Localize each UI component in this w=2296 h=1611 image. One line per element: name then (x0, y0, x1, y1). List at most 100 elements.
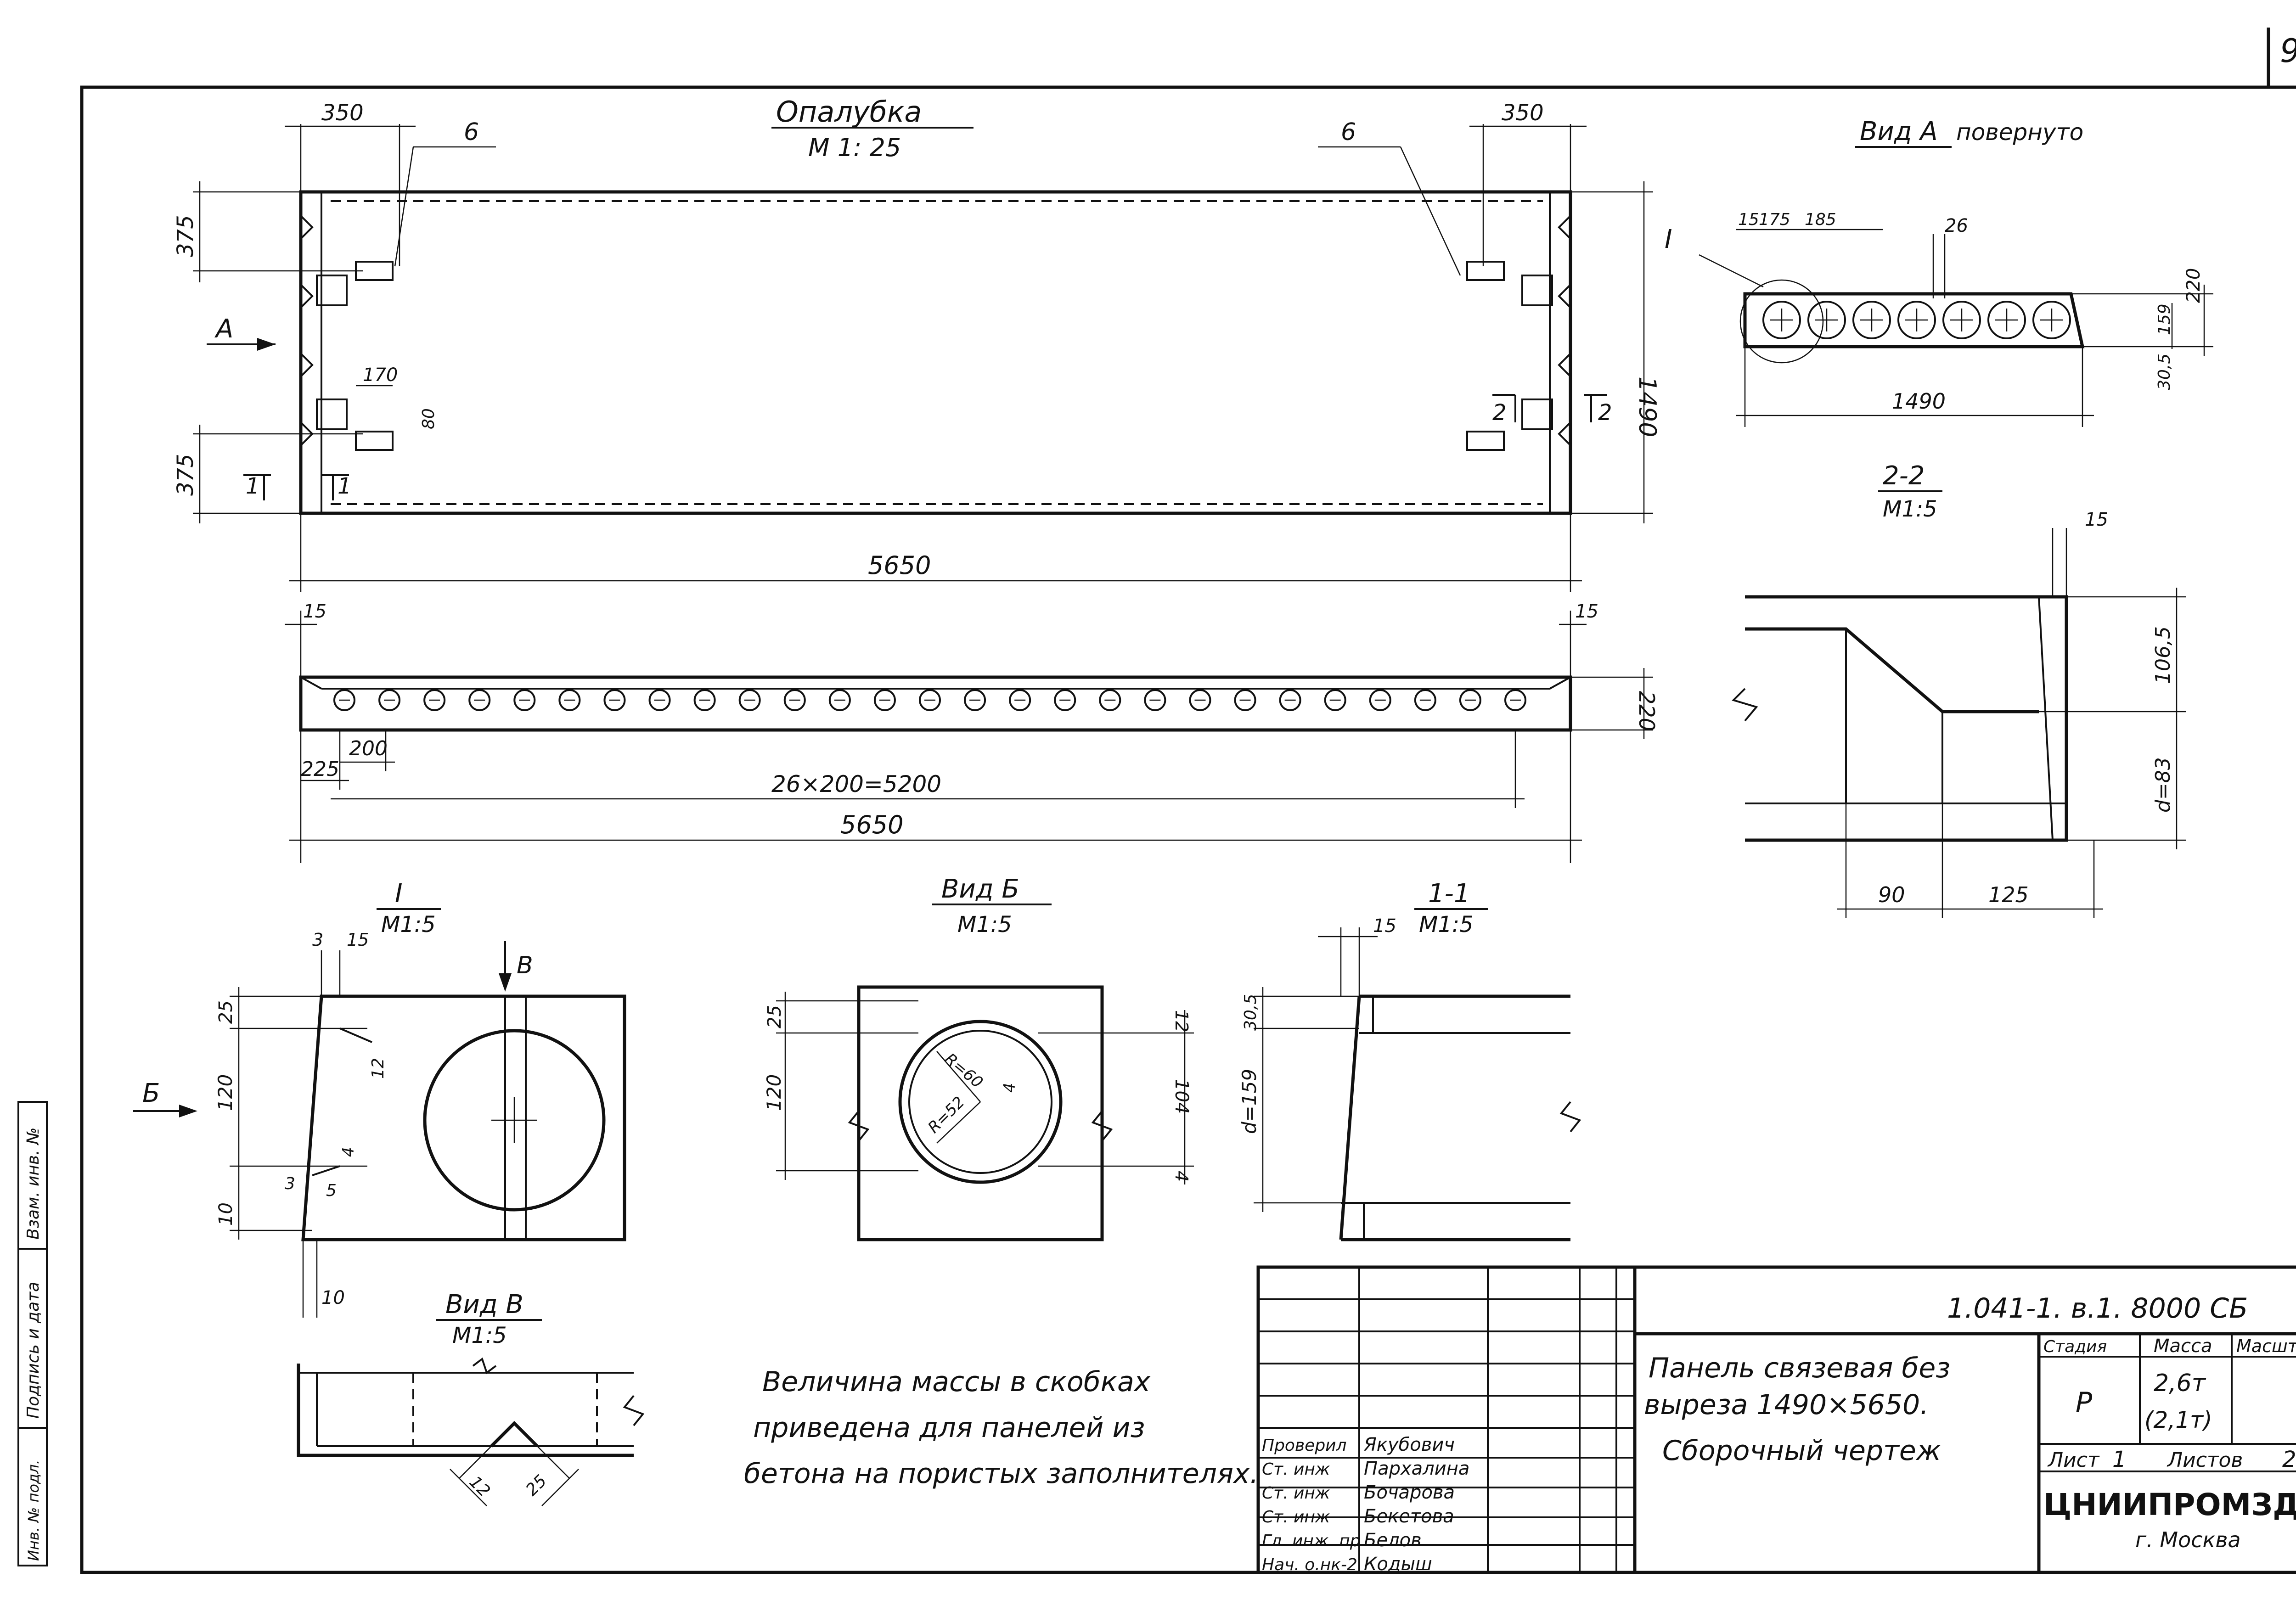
detail-I-hole (423, 1029, 606, 1212)
section-2-2-title: 2-2 (1883, 461, 1925, 491)
elevation-hole (783, 689, 806, 711)
dim-3-detI: 3 (285, 1174, 295, 1193)
dim-10-detI: 10 (215, 1202, 236, 1226)
section-2-2-scale: М1:5 (1883, 496, 1937, 522)
view-v-title: Вид В (445, 1290, 523, 1319)
elevation-view: 15 15 220 200 225 26×200=5200 5650 (285, 601, 1659, 863)
person-name: Бекетова (1364, 1506, 1454, 1527)
view-b-dim-25: 25 (764, 1005, 785, 1028)
person-name: Пархалина (1364, 1458, 1469, 1479)
view-b-inner-circle (908, 1030, 1052, 1174)
view-v: Вид В М1:5 12 25 (297, 1290, 645, 1506)
key-line (339, 1027, 372, 1043)
detail-I-scale: М1:5 (381, 912, 436, 937)
sheet-number: 1 (2112, 1447, 2127, 1472)
elevation-hole (1054, 689, 1076, 711)
section-1-mark-right: 1 (338, 473, 352, 499)
person-name: Якубович (1363, 1434, 1455, 1455)
elevation-hole (1189, 689, 1211, 711)
elevation-hole (1234, 689, 1256, 711)
section-1-1-break (1559, 1101, 1581, 1133)
dim-220-viewa: 220 (2183, 268, 2204, 303)
dim-80: 80 (419, 408, 438, 429)
elevation-hole (1324, 689, 1346, 711)
view-b-break-left (848, 1110, 870, 1142)
plate-left-bottom (355, 431, 394, 451)
note: Величина массы в скобках приведена для п… (744, 1366, 1259, 1490)
elevation-hole (378, 689, 401, 711)
view-a-subtitle: повернуто (1956, 119, 2083, 146)
side-label-sign: Подпись и дата (24, 1282, 43, 1419)
view-a-title: Вид А (1860, 117, 1938, 146)
person-name: Кодыш (1364, 1554, 1432, 1575)
section-1-1-title: 1-1 (1428, 879, 1470, 909)
mass-label: Масса (2154, 1336, 2212, 1357)
view-a-hole (1987, 301, 2026, 339)
person-role: Нач. о.нк-2 (1262, 1555, 1357, 1574)
note-line-1: Величина массы в скобках (762, 1366, 1151, 1398)
elevation-hole (1414, 689, 1436, 711)
dim-225-first: 225 (301, 758, 339, 781)
note-line-2: приведена для панелей из (753, 1412, 1145, 1444)
view-b-dim-4: 4 (1171, 1171, 1192, 1182)
section-2-mark-right: 2 (1598, 400, 1612, 426)
dim-10-bottom: 10 (321, 1287, 345, 1308)
insert-right-bottom (1521, 399, 1553, 430)
dim-15-left: 15 (303, 601, 326, 622)
view-a: Вид А повернуто I 15 175 185 26 1490 220… (1665, 117, 2213, 427)
dim-d83-s22: d=83 (2151, 757, 2175, 813)
doc-name-line-3: Сборочный чертеж (1662, 1435, 1941, 1467)
section-1-1-outline (1339, 994, 1570, 1241)
section-2-2-break (1732, 688, 1758, 722)
page-number: 92 (2280, 32, 2296, 70)
dim-5650-plan: 5650 (868, 551, 931, 580)
mass-value: 2,6т (2154, 1370, 2206, 1397)
view-v-break-right (623, 1395, 645, 1426)
mark-6-right: 6 (1341, 118, 1356, 146)
elevation-hole (1144, 689, 1166, 711)
detail-I-arrow-v: В (517, 952, 533, 979)
person-name: Бочарова (1364, 1482, 1455, 1503)
dim-12-detI: 12 (369, 1058, 388, 1079)
elevation-hole (919, 689, 941, 711)
elevation-hole (1369, 689, 1391, 711)
side-stamp: Взам. инв. № Подпись и дата Инв. № подл. (17, 1101, 48, 1566)
plate-right-top (1466, 261, 1505, 281)
elevation-hole (1279, 689, 1301, 711)
dim-1490-viewa: 1490 (1892, 389, 1946, 414)
organization: ЦНИИПРОМЗДАНИЙ (2043, 1487, 2296, 1522)
sheets-label: Листов (2167, 1448, 2243, 1472)
detail-I-circle (1739, 279, 1824, 364)
section-2-2-step (1745, 627, 2039, 713)
plate-right-bottom (1466, 431, 1505, 451)
dim-90-s22: 90 (1878, 882, 1905, 907)
view-arrow-a: А (214, 314, 233, 344)
view-b-break-right (1091, 1110, 1113, 1142)
dim-25-detI: 25 (215, 1000, 236, 1024)
stage-value: Р (2076, 1386, 2093, 1419)
detail-I-title: I (395, 879, 403, 909)
dim-15-viewa: 15 (1738, 210, 1759, 229)
elevation-outline (299, 675, 1572, 732)
elevation-hole (738, 689, 761, 711)
scale-label: Масшт (2236, 1336, 2296, 1356)
view-b-radius-60: R=60 (941, 1050, 986, 1092)
view-b: Вид Б М1:5 R=60 R=52 4 25 120 12 104 4 (763, 874, 1194, 1241)
dim-15-top: 15 (347, 930, 369, 950)
view-a-hole (1942, 301, 1981, 339)
view-a-holes (1762, 301, 2071, 339)
view-b-dim-120: 120 (763, 1074, 785, 1111)
dim-106-5-s22: 106,5 (2151, 626, 2175, 684)
elevation-hole (828, 689, 851, 711)
view-v-scale: М1:5 (452, 1323, 507, 1348)
dim-200-step: 200 (349, 737, 388, 760)
section-2-2: 2-2 М1:5 15 106,5 d=83 90 125 (1732, 461, 2186, 918)
detail-I-arrow-b: Б (142, 1078, 160, 1108)
elevation-hole (468, 689, 491, 711)
view-v-dim-25: 25 (522, 1471, 550, 1499)
formwork-plan: Опалубка М 1: 25 6 6 350 (173, 95, 1661, 592)
elevation-hole (1099, 689, 1121, 711)
dim-120-detI: 120 (214, 1074, 236, 1111)
